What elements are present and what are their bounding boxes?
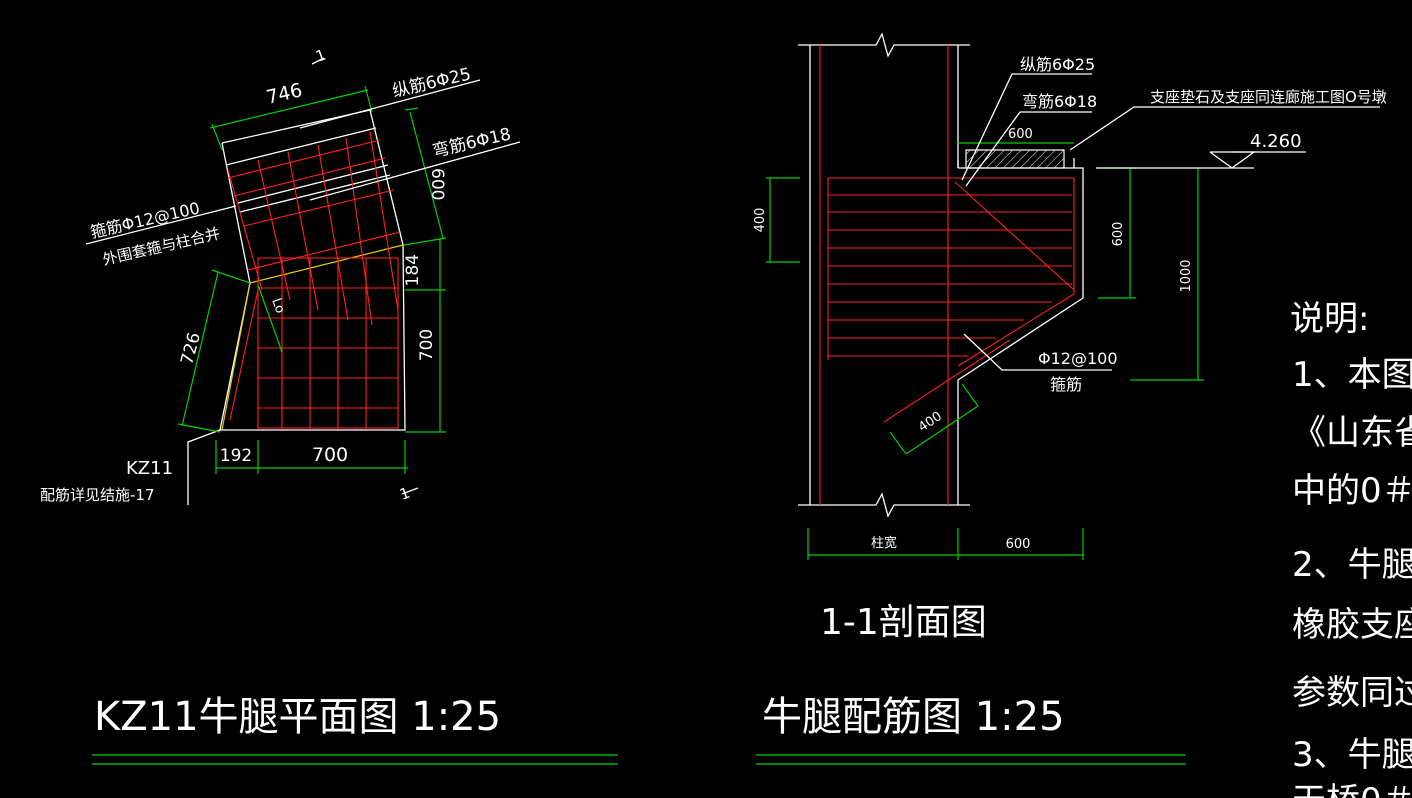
section-view: 纵筋6Φ25 弯筋6Φ18 支座垫石及支座同连廊施工图O号墩 4.260 600… bbox=[753, 32, 1387, 765]
plan-title: KZ11牛腿平面图 1:25 bbox=[94, 694, 501, 740]
plan-label-lo: Lo bbox=[268, 296, 287, 315]
notes: 说明: 1、本图中 《山东省交 中的0＃墩 2、牛腿上 橡胶支座垫 参数同过街 … bbox=[1290, 299, 1412, 798]
section-dim-top-600: 600 bbox=[1008, 127, 1033, 142]
notes-line-7: 3、牛腿上 bbox=[1292, 735, 1412, 775]
notes-line-8: 天桥0＃墩 bbox=[1292, 781, 1412, 798]
section-dim-bottom-600: 600 bbox=[1006, 537, 1031, 552]
plan-dim-746: 746 bbox=[264, 79, 304, 109]
plan-dim-700-bottom: 700 bbox=[312, 444, 348, 466]
section-dimensions bbox=[766, 142, 1204, 560]
section-label-stirrup-word: 箍筋 bbox=[1050, 375, 1082, 394]
plan-column-note: 配筋详见结施-17 bbox=[40, 486, 155, 504]
plan-dim-726: 726 bbox=[177, 330, 205, 367]
section-title: 牛腿配筋图 1:25 bbox=[762, 694, 1065, 740]
plan-rebar bbox=[227, 131, 401, 429]
section-caption: 1-1剖面图 bbox=[820, 602, 987, 643]
section-dim-400-left: 400 bbox=[753, 208, 768, 233]
plan-dim-192: 192 bbox=[220, 446, 252, 466]
section-rebar bbox=[827, 177, 1075, 423]
plan-dimensions bbox=[177, 85, 447, 474]
plan-leaders bbox=[85, 57, 521, 495]
plan-column-label: KZ11 bbox=[126, 458, 173, 479]
section-column bbox=[798, 32, 970, 518]
notes-line-3: 中的0＃墩 bbox=[1292, 471, 1412, 511]
section-dim-1000: 1000 bbox=[1179, 259, 1194, 292]
section-corbel-outline bbox=[957, 149, 1084, 381]
section-label-bearing: 支座垫石及支座同连廊施工图O号墩 bbox=[1150, 88, 1387, 106]
notes-line-4: 2、牛腿上 bbox=[1292, 545, 1412, 585]
plan-dim-700-right: 700 bbox=[417, 329, 437, 361]
section-label-longitudinal: 纵筋6Φ25 bbox=[1020, 55, 1095, 74]
notes-line-5: 橡胶支座垫 bbox=[1292, 605, 1412, 645]
plan-section-mark-bottom: 1 bbox=[397, 484, 412, 504]
plan-view: 746 纵筋6Φ25 弯筋6Φ18 箍筋Φ12@100 外围套箍与柱合并 600… bbox=[40, 46, 618, 765]
section-label-bent: 弯筋6Φ18 bbox=[1022, 92, 1097, 111]
section-leaders bbox=[961, 73, 1380, 371]
section-label-stirrup: Φ12@100 bbox=[1038, 349, 1118, 368]
section-elevation: 4.260 bbox=[1250, 131, 1302, 152]
section-dim-600-right: 600 bbox=[1111, 222, 1126, 247]
notes-heading: 说明: bbox=[1290, 299, 1369, 339]
plan-dim-184: 184 bbox=[403, 254, 423, 286]
plan-label-longitudinal: 纵筋6Φ25 bbox=[391, 64, 473, 101]
plan-dim-600: 600 bbox=[427, 168, 447, 200]
notes-line-1: 1、本图中 bbox=[1292, 355, 1412, 395]
notes-line-6: 参数同过街 bbox=[1292, 673, 1412, 713]
notes-line-2: 《山东省交 bbox=[1292, 413, 1412, 453]
plan-label-bent: 弯筋6Φ18 bbox=[431, 124, 513, 161]
section-column-width: 柱宽 bbox=[871, 535, 897, 551]
